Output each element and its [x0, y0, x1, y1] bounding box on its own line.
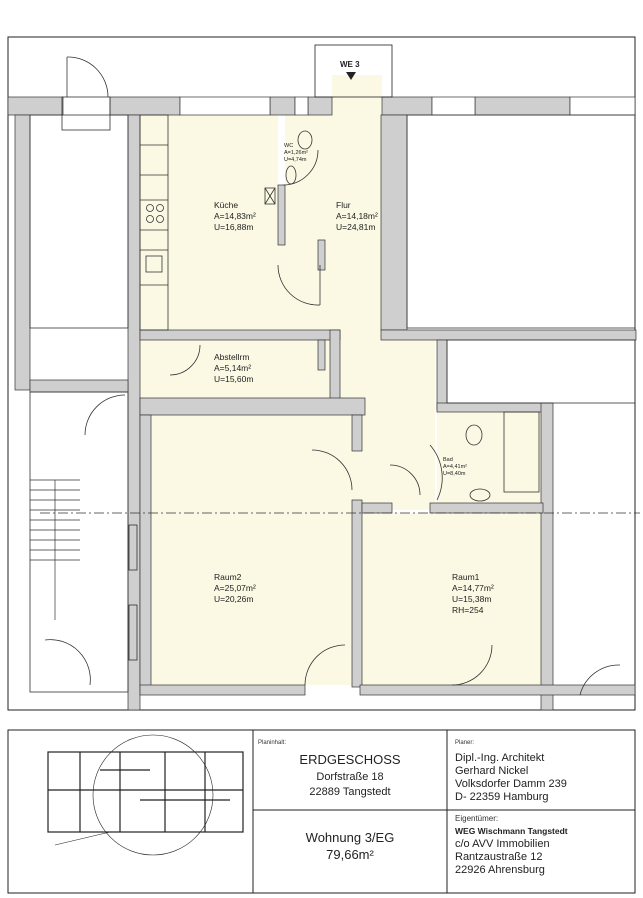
- room-area: A=25,07m²: [214, 583, 256, 593]
- owner-line: 22926 Ahrensburg: [455, 864, 545, 876]
- owner-line: c/o AVV Immobilien: [455, 838, 550, 850]
- room-area: A=4,41m²: [443, 464, 467, 470]
- room-area: A=5,14m²: [214, 363, 252, 373]
- staircase: [30, 479, 80, 620]
- owner-line: Rantzaustraße 12: [455, 851, 543, 863]
- room-label-raum2: Raum2 A=25,07m² U=20,26m: [214, 572, 256, 605]
- room-outlines: [29, 96, 636, 693]
- door-swings: [44, 56, 621, 696]
- planner-address: Dipl.-Ing. Architekt Gerhard Nickel Volk…: [455, 752, 567, 804]
- windows: [179, 96, 636, 116]
- entrance-label: WE 3: [340, 60, 360, 69]
- room-perimeter: U=8,40m: [443, 471, 466, 477]
- owner-address: c/o AVV Immobilien Rantzaustraße 12 2292…: [455, 838, 550, 877]
- plan-title: ERDGESCHOSS: [299, 752, 401, 767]
- plan-caption: Planinhalt:: [258, 740, 287, 746]
- planner-line: D- 22359 Hamburg: [455, 791, 549, 803]
- room-name: WC: [284, 143, 294, 149]
- room-label-kueche: Küche A=14,83m² U=16,88m: [214, 200, 256, 233]
- walls: [7, 96, 637, 711]
- planner-line: Gerhard Nickel: [455, 765, 529, 777]
- room-perimeter: U=16,88m: [214, 222, 254, 232]
- title-block: [7, 729, 636, 894]
- room-perimeter: U=15,38m: [452, 594, 492, 604]
- unit-area: 79,66m²: [326, 847, 374, 862]
- room-label-raum1: Raum1 A=14,77m² U=15,38m RH=254: [452, 572, 494, 616]
- room-name: Abstellrm: [214, 352, 250, 362]
- room-name: Raum2: [214, 572, 242, 582]
- room-perimeter: U=4,74m: [284, 157, 307, 163]
- room-perimeter: U=20,26m: [214, 594, 254, 604]
- room-name: Bad: [443, 457, 453, 463]
- owner-name: WEG Wischmann Tangstedt: [455, 826, 568, 836]
- planner-caption: Planer:: [455, 740, 475, 746]
- room-perimeter: U=24,81m: [336, 222, 376, 232]
- planner-cell: Planer: Dipl.-Ing. Architekt Gerhard Nic…: [447, 730, 635, 810]
- room-name: Flur: [336, 200, 351, 210]
- room-label-flur: Flur A=14,18m² U=24,81m: [336, 200, 378, 233]
- room-label-abstellrm: Abstellrm A=5,14m² U=15,60m: [214, 352, 253, 385]
- entrance-porch: [314, 44, 393, 98]
- room-area: A=14,18m²: [336, 211, 378, 221]
- plan-content-cell: Planinhalt: ERDGESCHOSS Dorfstraße 18 22…: [253, 730, 447, 810]
- room-label-bad: Bad A=4,41m² U=8,40m: [443, 457, 467, 478]
- entrance-arrow-icon: [346, 72, 356, 80]
- key-plan-thumbnail: [47, 734, 244, 856]
- room-area: A=1,26m²: [284, 150, 308, 156]
- room-perimeter: U=15,60m: [214, 374, 254, 384]
- room-height: RH=254: [452, 605, 484, 615]
- planner-line: Dipl.-Ing. Architekt: [455, 752, 545, 764]
- owner-caption: Eigentümer:: [455, 814, 499, 823]
- owner-cell: Eigentümer: WEG Wischmann Tangstedt c/o …: [447, 810, 635, 893]
- unit-cell: Wohnung 3/EG 79,66m²: [253, 810, 447, 893]
- room-label-wc: WC A=1,26m² U=4,74m: [284, 143, 308, 164]
- plan-street: Dorfstraße 18: [316, 771, 384, 783]
- apartment-floor: [140, 75, 544, 685]
- plan-city: 22889 Tangstedt: [309, 786, 391, 798]
- unit-name: Wohnung 3/EG: [305, 830, 395, 845]
- room-name: Küche: [214, 200, 239, 210]
- room-name: Raum1: [452, 572, 480, 582]
- room-area: A=14,83m²: [214, 211, 256, 221]
- room-area: A=14,77m²: [452, 583, 494, 593]
- planner-line: Volksdorfer Damm 239: [455, 778, 567, 790]
